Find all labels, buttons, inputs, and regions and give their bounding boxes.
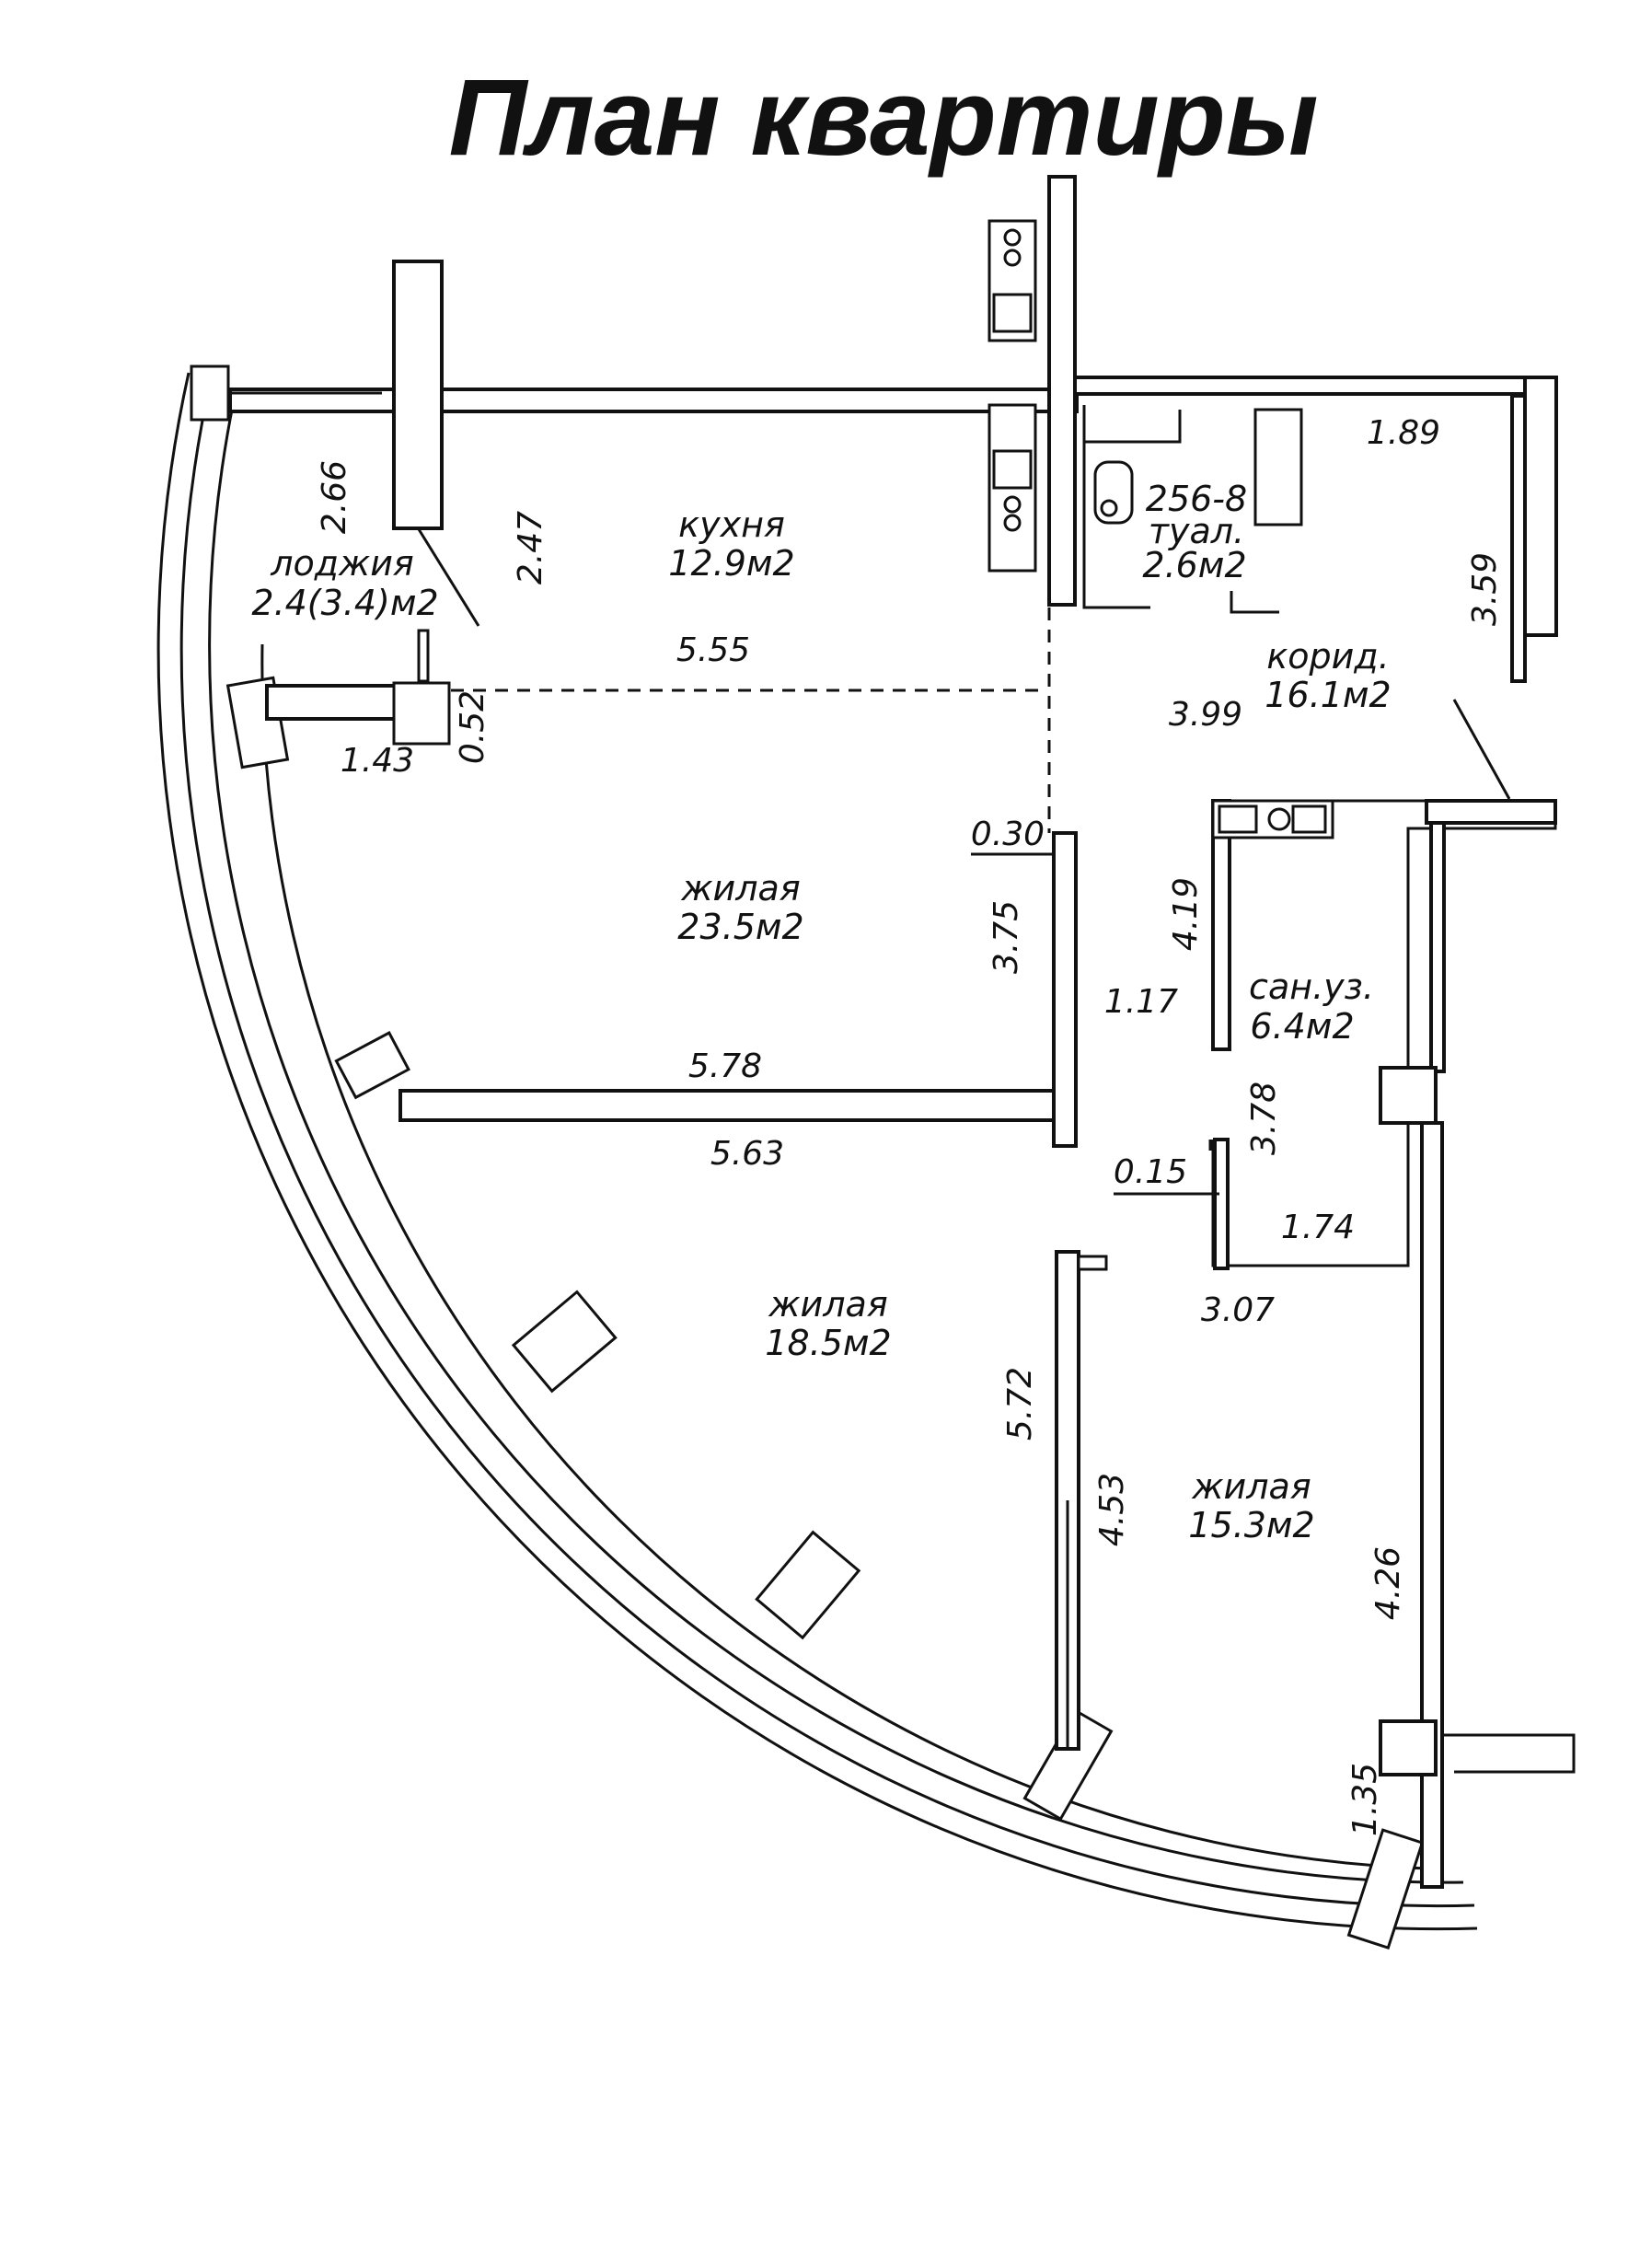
loggia-name: лоджия bbox=[270, 543, 414, 584]
toilet-left-partition bbox=[1082, 405, 1150, 609]
wall-toilet-top bbox=[1073, 376, 1532, 396]
bathroom-shaft bbox=[1379, 1066, 1438, 1125]
dim-5-63: 5.63 bbox=[710, 1135, 784, 1173]
wall-bath-top-right bbox=[1425, 799, 1557, 825]
dim-2-66: 2.66 bbox=[316, 460, 353, 534]
dim-3-75: 3.75 bbox=[987, 900, 1025, 974]
lower-right-stub bbox=[1442, 1733, 1576, 1774]
facade-pier-4 bbox=[755, 1530, 861, 1640]
dim-4-53: 4.53 bbox=[1093, 1473, 1131, 1546]
bathroom-area: 6.4м2 bbox=[1250, 1006, 1354, 1047]
corridor-leader bbox=[1452, 699, 1511, 800]
burner-icon bbox=[1003, 514, 1022, 532]
dim-4-26: 4.26 bbox=[1369, 1546, 1407, 1620]
living1-name: жилая bbox=[680, 868, 800, 908]
dimension-labels: 2.66 2.47 5.55 1.43 0.52 1.89 3.59 3.99 … bbox=[316, 414, 1504, 1836]
living3-name: жилая bbox=[1191, 1466, 1311, 1507]
dim-1-35: 1.35 bbox=[1346, 1763, 1384, 1836]
fixtures bbox=[987, 219, 1334, 839]
washer-icon bbox=[1291, 804, 1327, 834]
facade-wall-arc bbox=[260, 643, 1432, 1870]
loggia-shaft bbox=[392, 681, 451, 746]
corridor-name: корид. bbox=[1266, 636, 1389, 677]
facade-outer-arc bbox=[156, 372, 1478, 1931]
lower-right-shaft bbox=[1379, 1719, 1438, 1776]
dim-2-47: 2.47 bbox=[512, 511, 549, 584]
bath-drain-icon bbox=[1267, 807, 1291, 831]
toilet-code: 256-8 bbox=[1146, 479, 1247, 519]
corridor-area: 16.1м2 bbox=[1265, 675, 1391, 715]
dim-3-99: 3.99 bbox=[1169, 696, 1242, 734]
toilet-right-partition bbox=[1230, 591, 1279, 614]
wall-living1-right bbox=[1052, 831, 1078, 1148]
facade-pier-6 bbox=[1346, 1828, 1425, 1950]
dim-3-07: 3.07 bbox=[1201, 1291, 1275, 1329]
kitchen-name: кухня bbox=[678, 504, 785, 545]
bathroom-lower-left bbox=[1213, 1138, 1230, 1270]
burner-icon bbox=[1003, 495, 1022, 514]
toilet-name: туал. bbox=[1149, 511, 1244, 551]
wall-right-lower bbox=[1420, 1121, 1444, 1889]
kitchen-sink-lower bbox=[992, 449, 1033, 490]
dim-5-78: 5.78 bbox=[688, 1047, 762, 1085]
living2-name: жилая bbox=[768, 1284, 887, 1325]
burner-icon bbox=[1003, 249, 1022, 267]
living2-area: 18.5м2 bbox=[765, 1323, 891, 1363]
walls bbox=[228, 175, 1576, 1889]
wall-living1-bottom bbox=[398, 1089, 1056, 1122]
dim-5-72: 5.72 bbox=[1001, 1367, 1039, 1441]
bathroom-name: сан.уз. bbox=[1249, 966, 1374, 1007]
loggia-area: 2.4(3.4)м2 bbox=[251, 583, 438, 623]
dim-1-43: 1.43 bbox=[341, 742, 414, 780]
facade-mid-arc bbox=[179, 375, 1475, 1908]
kitchen-area: 12.9м2 bbox=[668, 543, 794, 584]
wall-kitchen-right bbox=[1047, 175, 1077, 607]
wall-bath-right-upper bbox=[1429, 821, 1446, 1073]
curved-facade bbox=[156, 364, 1478, 1950]
bath-sink-icon bbox=[1218, 804, 1258, 834]
toilet-area: 2.6м2 bbox=[1142, 545, 1246, 585]
kitchen-sink-upper bbox=[992, 293, 1033, 333]
toilet-drain-icon bbox=[1100, 499, 1118, 517]
dim-3-78: 3.78 bbox=[1245, 1082, 1283, 1155]
dim-0-15: 0.15 bbox=[1114, 1153, 1187, 1191]
dim-4-19: 4.19 bbox=[1167, 877, 1205, 951]
loggia-corner-post bbox=[190, 364, 230, 422]
partition-cap bbox=[1077, 1255, 1108, 1271]
burner-icon bbox=[1003, 228, 1022, 247]
dim-1-17: 1.17 bbox=[1104, 983, 1178, 1021]
facade-pier-5 bbox=[1022, 1708, 1114, 1822]
toilet-vent-box bbox=[1084, 410, 1182, 444]
dim-3-59: 3.59 bbox=[1466, 552, 1504, 626]
toilet-riser bbox=[1253, 408, 1303, 526]
loggia-leader bbox=[417, 528, 480, 627]
living1-area: 23.5м2 bbox=[677, 907, 803, 947]
living3-area: 15.3м2 bbox=[1188, 1505, 1314, 1545]
dim-5-55: 5.55 bbox=[676, 631, 750, 669]
dim-0-30: 0.30 bbox=[971, 816, 1045, 853]
loggia-vent bbox=[417, 629, 430, 683]
column-loggia bbox=[392, 260, 444, 530]
facade-pier-3 bbox=[511, 1290, 618, 1394]
facade-inner-arc bbox=[208, 395, 1464, 1884]
dim-0-52: 0.52 bbox=[454, 690, 491, 764]
facade-pier-2 bbox=[334, 1031, 410, 1100]
wall-loggia-bottom bbox=[265, 684, 407, 721]
room-labels: кухня 12.9м2 лоджия 2.4(3.4)м2 256-8 туа… bbox=[251, 479, 1391, 1545]
wall-right-upper-inner bbox=[1510, 394, 1527, 683]
dim-1-74: 1.74 bbox=[1281, 1209, 1355, 1246]
dim-1-89: 1.89 bbox=[1367, 414, 1440, 452]
wall-right-upper bbox=[1523, 376, 1558, 637]
page-title: План квартиры bbox=[448, 57, 1318, 179]
